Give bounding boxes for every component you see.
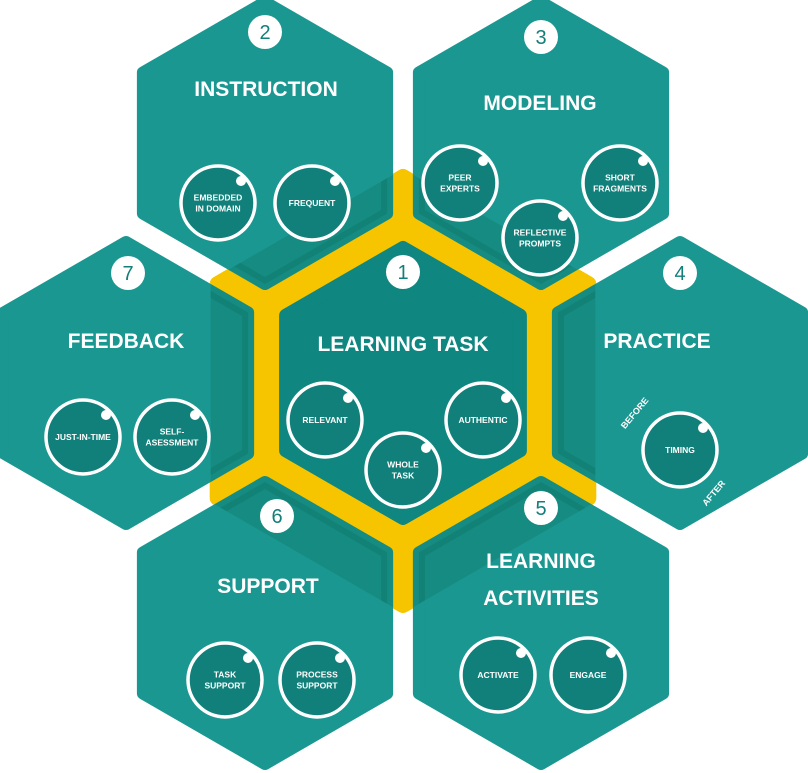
number-label: 4 — [674, 263, 685, 285]
circle-label: PROMPTS — [519, 239, 561, 249]
attribute-circle: JUST-IN-TIME — [44, 398, 122, 476]
hex-title: MODELING — [483, 92, 596, 115]
circle-label: TASK — [214, 670, 237, 680]
attribute-circle: ENGAGE — [549, 636, 627, 714]
circle-label: AUTHENTIC — [458, 415, 507, 425]
circle-label: JUST-IN-TIME — [55, 432, 111, 442]
circle-label: ENGAGE — [570, 670, 607, 680]
indicator-dot-icon — [698, 423, 708, 433]
indicator-dot-icon — [501, 393, 511, 403]
number-label: 3 — [535, 27, 546, 49]
number-label: 2 — [259, 22, 270, 44]
indicator-dot-icon — [243, 653, 253, 663]
hex-title: FEEDBACK — [68, 330, 185, 353]
indicator-dot-icon — [638, 156, 648, 166]
circle-label: PROCESS — [296, 670, 338, 680]
number-label: 6 — [271, 506, 282, 528]
attribute-circle: TIMING — [641, 411, 719, 489]
circle-label: IN DOMAIN — [195, 204, 240, 214]
circle-label: REFLECTIVE — [514, 228, 567, 238]
indicator-dot-icon — [421, 443, 431, 453]
number-badge: 1 — [386, 255, 420, 289]
circle-label: TASK — [392, 471, 415, 481]
indicator-dot-icon — [101, 410, 111, 420]
attribute-circle: RELEVANT — [286, 381, 364, 459]
circle-label: WHOLE — [387, 460, 419, 470]
indicator-dot-icon — [190, 410, 200, 420]
attribute-circle: SELF-ASESSMENT — [133, 398, 211, 476]
circle-label: FRAGMENTS — [593, 184, 647, 194]
number-badge: 6 — [260, 499, 294, 533]
indicator-dot-icon — [478, 156, 488, 166]
number-badge: 4 — [663, 256, 697, 290]
indicator-dot-icon — [236, 176, 246, 186]
number-badge: 5 — [524, 491, 558, 525]
number-label: 5 — [535, 498, 546, 520]
circle-label: ASESSMENT — [146, 438, 200, 448]
number-badge: 2 — [248, 15, 282, 49]
circle-label: RELEVANT — [302, 415, 348, 425]
circle-label: SELF- — [160, 427, 185, 437]
circle-label: EXPERTS — [440, 184, 480, 194]
indicator-dot-icon — [558, 211, 568, 221]
number-badge: 7 — [111, 256, 145, 290]
indicator-dot-icon — [343, 393, 353, 403]
number-label: 1 — [397, 262, 408, 284]
hex-title: SUPPORT — [217, 575, 319, 598]
circle-label: SHORT — [605, 173, 636, 183]
hex-title: LEARNING — [486, 550, 596, 573]
hex-title: LEARNING TASK — [317, 333, 488, 356]
circle-label: SUPPORT — [204, 681, 246, 691]
indicator-dot-icon — [330, 176, 340, 186]
indicator-dot-icon — [606, 648, 616, 658]
circle-label: TIMING — [665, 445, 695, 455]
hex-title: INSTRUCTION — [194, 78, 338, 101]
circle-label: ACTIVATE — [477, 670, 519, 680]
indicator-dot-icon — [335, 653, 345, 663]
circle-label: SUPPORT — [296, 681, 338, 691]
circle-label: PEER — [448, 173, 471, 183]
attribute-circle: ACTIVATE — [459, 636, 537, 714]
circle-label: EMBEDDED — [194, 193, 243, 203]
circle-label: FREQUENT — [289, 198, 337, 208]
indicator-dot-icon — [516, 648, 526, 658]
hex-modeling: 3MODELINGPEEREXPERTSSHORTFRAGMENTSREFLEC… — [412, 0, 670, 290]
number-badge: 3 — [524, 20, 558, 54]
hex-title: ACTIVITIES — [483, 587, 599, 610]
number-label: 7 — [122, 263, 133, 285]
attribute-circle: FREQUENT — [273, 164, 351, 242]
hex-title: PRACTICE — [603, 330, 710, 353]
attribute-circle: AUTHENTIC — [444, 381, 522, 459]
